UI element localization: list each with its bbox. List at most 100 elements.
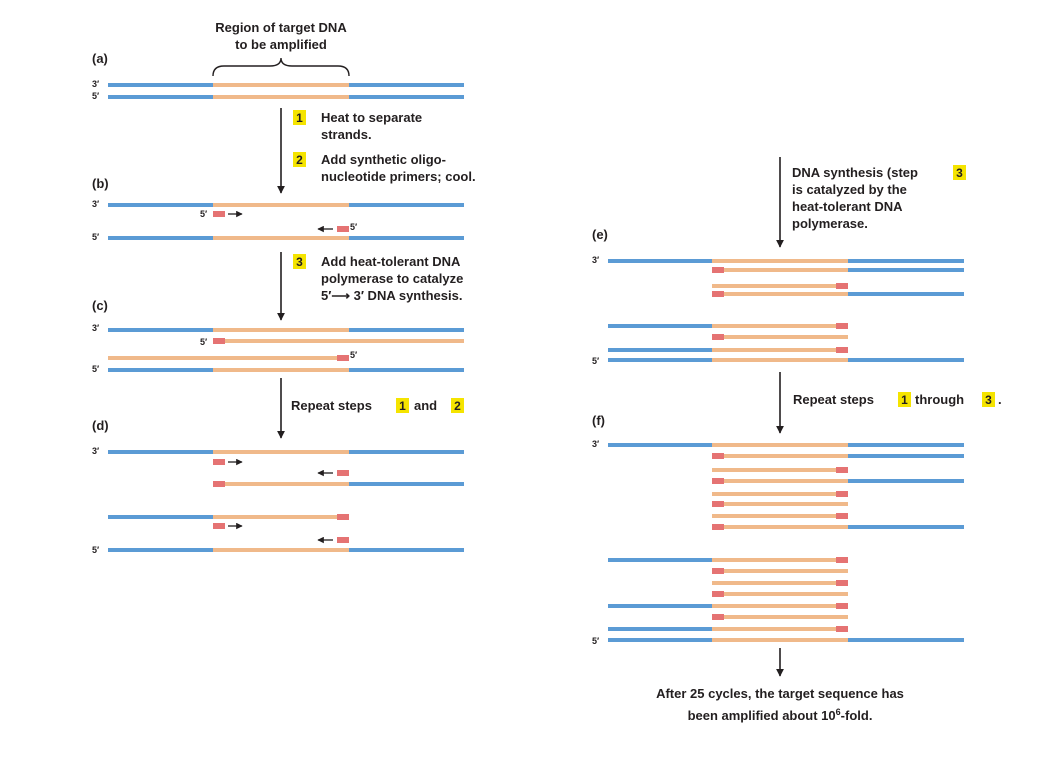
e-strand-7-right: [848, 358, 964, 362]
primer-label-c-top: 5′: [200, 337, 207, 347]
e-primer-1: [712, 267, 724, 273]
end-label-f-5: 5′: [592, 636, 599, 646]
d-primer-2: [337, 470, 349, 476]
d-strand-4-left: [108, 548, 213, 552]
result-line2-suffix: -fold.: [841, 708, 873, 723]
f-mid-primer-5: [836, 513, 848, 519]
d-strand-1-left: [108, 450, 213, 454]
e-strand-4-left: [608, 324, 712, 328]
a-strand-bottom-left: [108, 95, 213, 99]
panel-label-e: (e): [592, 227, 608, 242]
synthesis-num: 3: [956, 166, 963, 180]
repeat-f-num-2: 3: [985, 393, 992, 407]
e-strand-1-left: [608, 259, 712, 263]
f-left-1: [608, 558, 712, 562]
f-mid-primer-3: [836, 491, 848, 497]
dna-strands: [108, 83, 964, 642]
f-strand-1-target: [712, 443, 848, 447]
d-strand-1-right: [349, 450, 464, 454]
panel-label-f: (f): [592, 413, 605, 428]
repeat-d-num-1: 1: [399, 399, 406, 413]
f-mid-primer-2: [712, 478, 724, 484]
e-strand-3: [712, 284, 848, 288]
f-mid-strand-6: [712, 525, 848, 529]
f-low-primer-5: [712, 614, 724, 620]
repeat-f-badge-2: [982, 392, 995, 407]
c-new-strand-top: [213, 339, 464, 343]
f-mid-primer-0: [712, 453, 724, 459]
a-strand-top-left: [108, 83, 213, 87]
b-strand-top-left: [108, 203, 213, 207]
f-low-primer-2: [836, 580, 848, 586]
e-strand-4-target: [712, 324, 848, 328]
repeat-f-prefix: Repeat steps: [793, 392, 874, 407]
f-low-strand-2: [712, 581, 848, 585]
step-3-badge: [293, 254, 306, 269]
end-label-b-3: 3′: [92, 199, 99, 209]
b-strand-bottom-right: [349, 236, 464, 240]
a-strand-bottom-right: [349, 95, 464, 99]
step-1-line2: strands.: [321, 127, 372, 142]
d-primer-4: [337, 514, 349, 520]
result-line2: been amplified about 106-fold.: [688, 707, 873, 723]
region-title-line2: to be amplified: [235, 37, 327, 52]
b-primer-top: [213, 211, 225, 217]
c-strand-4-right: [349, 368, 464, 372]
a-strand-bottom-target: [213, 95, 349, 99]
repeat-f-badge-1: [898, 392, 911, 407]
step-3-line3: 5′⟶ 3′ DNA synthesis.: [321, 288, 462, 303]
c-strand-1-target: [213, 328, 349, 332]
f-low-primer-6: [836, 626, 848, 632]
f-right-2: [848, 525, 964, 529]
panel-label-a: (a): [92, 51, 108, 66]
result-line1: After 25 cycles, the target sequence has: [656, 686, 904, 701]
step-3-line1: Add heat-tolerant DNA: [321, 254, 461, 269]
f-mid-strand-3: [712, 492, 848, 496]
d-primer-1: [213, 459, 225, 465]
e-primer-6: [836, 347, 848, 353]
end-label-e-5: 5′: [592, 356, 599, 366]
f-low-strand-1: [712, 569, 848, 573]
repeat-f-suffix: .: [998, 392, 1002, 407]
f-mid-primer-1: [836, 467, 848, 473]
end-label-c-3: 3′: [92, 323, 99, 333]
result-line2-sup: 6: [836, 707, 841, 717]
f-low-strand-0: [712, 558, 848, 562]
d-strand-2-right: [349, 482, 464, 486]
d-strand-4-right: [349, 548, 464, 552]
repeat-d-mid: and: [414, 398, 437, 413]
f-strand-last-left: [608, 638, 712, 642]
f-left-3: [608, 627, 712, 631]
d-primer-3: [213, 481, 225, 487]
e-strand-2-right: [848, 268, 964, 272]
e-strand-7-left: [608, 358, 712, 362]
d-strand-2-target: [213, 482, 349, 486]
f-strand-last-right: [848, 638, 964, 642]
f-mid-strand-0: [712, 454, 848, 458]
d-strand-3-left: [108, 515, 213, 519]
c-new-strand-bottom: [108, 356, 349, 360]
step-3-number: 3: [296, 255, 303, 269]
b-strand-top-right: [349, 203, 464, 207]
e-strand-7-target: [712, 358, 848, 362]
synthesis-line4: polymerase.: [792, 216, 868, 231]
e-strand-1-target: [712, 259, 848, 263]
synthesis-line1: DNA synthesis (step: [792, 165, 918, 180]
end-label-e-3: 3′: [592, 255, 599, 265]
repeat-d-num-2: 2: [454, 399, 461, 413]
f-low-strand-3: [712, 592, 848, 596]
e-primer-2: [836, 283, 848, 289]
repeat-d-prefix: Repeat steps: [291, 398, 372, 413]
c-strand-1-left: [108, 328, 213, 332]
primer-label-b-bottom: 5′: [350, 222, 357, 232]
f-low-primer-3: [712, 591, 724, 597]
b-strand-bottom-left: [108, 236, 213, 240]
f-left-2: [608, 604, 712, 608]
step-2-badge: [293, 152, 306, 167]
c-primer-bottom: [337, 355, 349, 361]
end-label-b-5: 5′: [92, 232, 99, 242]
end-label-f-3: 3′: [592, 439, 599, 449]
f-low-strand-4: [712, 604, 848, 608]
step-1-line1: Heat to separate: [321, 110, 422, 125]
